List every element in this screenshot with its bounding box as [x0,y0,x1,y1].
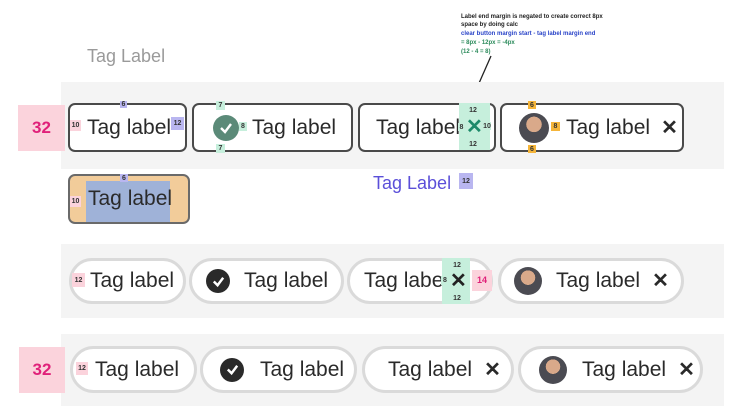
pill-tag-checkmark[interactable]: Tag label [189,258,344,304]
gap-marker: 8 [441,276,449,285]
label-box-highlight [86,181,170,222]
pill-tag-checkmark[interactable]: Tag label [200,346,357,393]
tag-label: Tag label [260,357,345,381]
bottom-marker: 12 [452,293,462,303]
tag-label: Tag label [364,269,449,292]
top-marker: 7 [216,101,225,110]
annotation-line-3: clear button margin start - tag label ma… [461,31,596,37]
tag-text-only[interactable]: Tag label [68,103,187,152]
tag-label: Tag label [88,187,173,210]
top-marker: 6 [120,174,128,182]
pill-tag-clear[interactable]: Tag label ✕ [362,346,514,393]
top-marker: 6 [528,101,536,109]
avatar-icon [539,355,567,384]
gap-marker: 8 [239,122,247,131]
gap-marker: 8 [551,122,560,131]
tag-label: Tag label [376,115,461,139]
height-marker-32: 32 [19,347,65,393]
bottom-marker: 7 [216,144,225,153]
tag-label: Tag label [252,115,337,139]
margin-start-marker: 10 [70,120,81,131]
end-marker: 14 [472,270,492,291]
label-spacing-marker: 12 [459,173,473,189]
tag-label: Tag label [90,269,175,292]
floating-tag-label: Tag Label [373,173,452,193]
tag-label: Tag label [95,357,180,381]
clear-x-icon[interactable]: ✕ [466,116,483,138]
clear-x-icon[interactable]: ✕ [484,358,501,381]
top-marker: 12 [452,260,462,270]
tag-label: Tag label [87,115,172,139]
margin-start-marker: 12 [76,362,88,375]
top-marker: 6 [120,101,127,108]
annotation-line-1: Label end margin is negated to create co… [461,14,603,20]
annotation-line-2: space by doing calc [461,22,519,28]
pill-tag-avatar-clear[interactable]: Tag label ✕ [498,258,684,304]
tag-label: Tag label [582,357,667,381]
tag-with-avatar-clear[interactable]: Tag label ✕ [500,103,684,152]
clear-x-icon[interactable]: ✕ [652,270,669,292]
tag-label: Tag label [244,269,329,292]
tag-label: Tag label [388,357,473,381]
avatar-icon [519,112,549,143]
end-marker: 10 [483,122,491,130]
page-title: Tag Label [87,46,166,66]
bottom-marker: 12 [469,140,477,148]
margin-start-marker: 10 [70,196,81,207]
clear-x-icon[interactable]: ✕ [450,270,467,292]
clear-x-icon[interactable]: ✕ [661,116,678,139]
checkmark-icon [220,357,244,382]
annotation-line-5: (12 - 4 = 8) [461,49,491,55]
pill-tag-text[interactable]: Tag label [69,258,186,304]
checkmark-icon [206,269,230,293]
pill-tag-text[interactable]: Tag label [70,346,197,393]
height-marker-32: 32 [18,105,65,151]
bottom-marker: 6 [528,145,536,153]
margin-start-marker: 12 [72,273,85,287]
top-marker: 12 [469,106,477,114]
tag-label: Tag label [566,115,651,139]
pill-tag-avatar-clear[interactable]: Tag label ✕ [518,346,703,393]
clear-x-icon[interactable]: ✕ [678,358,695,381]
avatar-icon [514,267,542,295]
checkmark-icon [213,114,239,141]
tag-with-checkmark[interactable]: Tag label [192,103,353,152]
annotation-line-4: = 8px - 12px = -4px [461,40,515,46]
margin-end-marker: 12 [171,117,184,130]
tag-label: Tag label [556,269,641,292]
gap-marker: 8 [458,123,465,131]
